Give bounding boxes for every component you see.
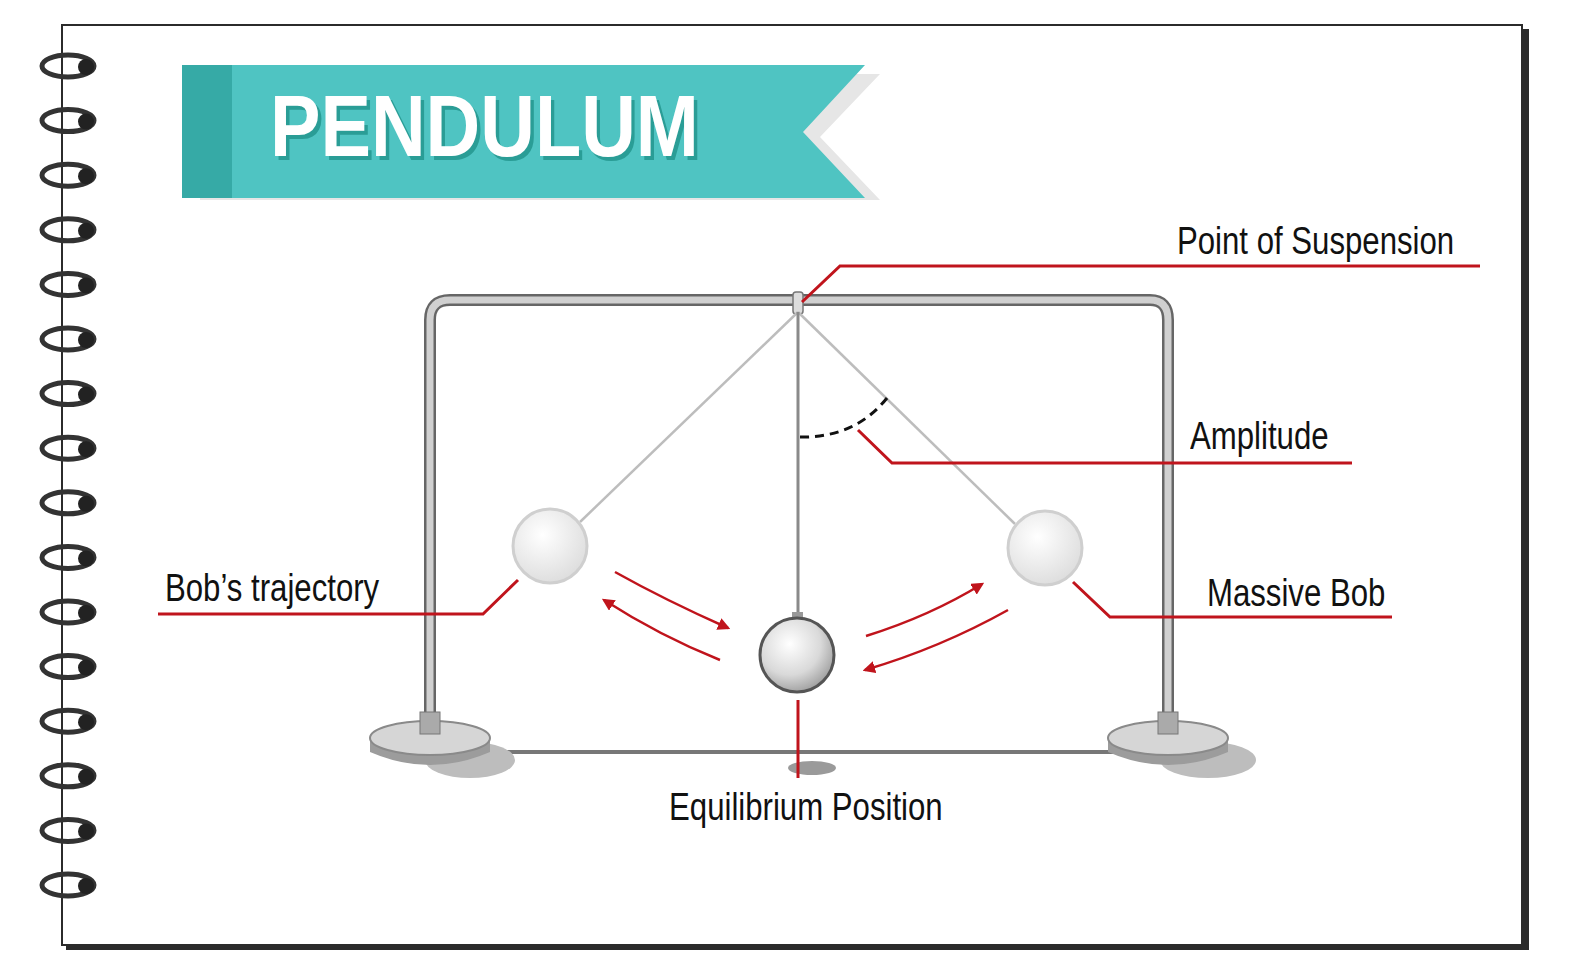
spiral-ring [42,273,94,295]
spiral-ring [42,874,94,896]
amplitude-arc [800,398,887,437]
spiral-ring [42,546,94,568]
spiral-ring [42,656,94,678]
ring-hole [78,441,94,457]
ring-hole [78,714,94,730]
ring-hole [78,878,94,894]
ring-hole [78,168,94,184]
banner-edge [182,65,232,198]
bob-right [1008,511,1082,585]
ring-hole [78,823,94,839]
right-foot [1108,712,1228,765]
spiral-ring [42,710,94,732]
spiral-ring [42,383,94,405]
ring-hole [78,605,94,621]
spiral-ring [42,601,94,623]
spiral-ring [42,328,94,350]
pivot-clamp [793,292,803,314]
ring-hole [78,223,94,239]
ring-hole [78,114,94,130]
frame-bar [430,300,1168,718]
motion-arrows [604,572,1008,670]
ring-hole [78,496,94,512]
spiral-rings [42,55,94,896]
leader-lines [158,266,1480,778]
spiral-ring [42,219,94,241]
spiral-ring [42,110,94,132]
ring-hole [78,550,94,566]
ring-hole [78,332,94,348]
string [580,312,798,522]
frame-outline [430,300,1168,718]
string [798,312,1015,524]
bob-left [513,509,587,583]
ring-hole [78,59,94,75]
part-label: Bob’s trajectory [165,566,379,610]
string [797,312,800,618]
spiral-ring [42,819,94,841]
notebook-page [62,25,1522,945]
diagram-title: PENDULUM [270,78,699,174]
ring-hole [78,277,94,293]
spiral-ring [42,164,94,186]
bob-center [760,618,834,692]
spiral-ring [42,437,94,459]
part-label: Amplitude [1190,414,1329,458]
spiral-ring [42,492,94,514]
title-banner [182,65,865,198]
ring-hole [78,769,94,785]
part-label: Equilibrium Position [669,785,943,829]
ring-hole [78,660,94,676]
part-label: Massive Bob [1207,571,1385,615]
part-label: Point of Suspension [1177,219,1454,263]
spiral-ring [42,55,94,77]
bob-shadow [788,761,836,775]
spiral-ring [42,765,94,787]
ring-hole [78,387,94,403]
left-foot [370,712,490,765]
